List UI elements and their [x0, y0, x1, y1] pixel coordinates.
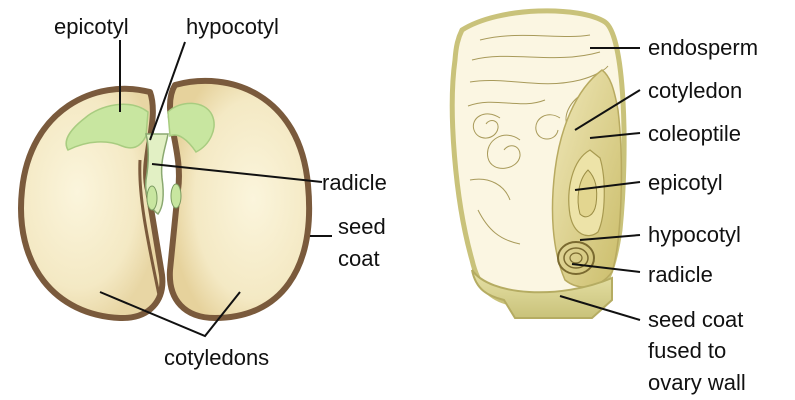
- label-dicot-coat: coat: [338, 246, 380, 271]
- label-monocot-cotyledon: cotyledon: [648, 78, 742, 103]
- dicot-radicle-tip: [147, 186, 157, 210]
- monocot-labels: endosperm cotyledon coleoptile epicotyl …: [648, 35, 758, 395]
- label-monocot-endosperm: endosperm: [648, 35, 758, 60]
- label-monocot-fused-to: fused to: [648, 338, 726, 363]
- label-dicot-radicle: radicle: [322, 170, 387, 195]
- label-monocot-hypocotyl: hypocotyl: [648, 222, 741, 247]
- label-dicot-seed: seed: [338, 214, 386, 239]
- label-dicot-epicotyl: epicotyl: [54, 14, 129, 39]
- monocot-seed: [452, 11, 624, 318]
- label-monocot-seed-coat: seed coat: [648, 307, 743, 332]
- label-monocot-coleoptile: coleoptile: [648, 121, 741, 146]
- dicot-seed: [21, 81, 309, 318]
- label-dicot-hypocotyl: hypocotyl: [186, 14, 279, 39]
- label-monocot-radicle: radicle: [648, 262, 713, 287]
- dicot-radicle-tip-right: [171, 184, 181, 208]
- label-monocot-ovary-wall: ovary wall: [648, 370, 746, 395]
- label-dicot-cotyledons: cotyledons: [164, 345, 269, 370]
- label-monocot-epicotyl: epicotyl: [648, 170, 723, 195]
